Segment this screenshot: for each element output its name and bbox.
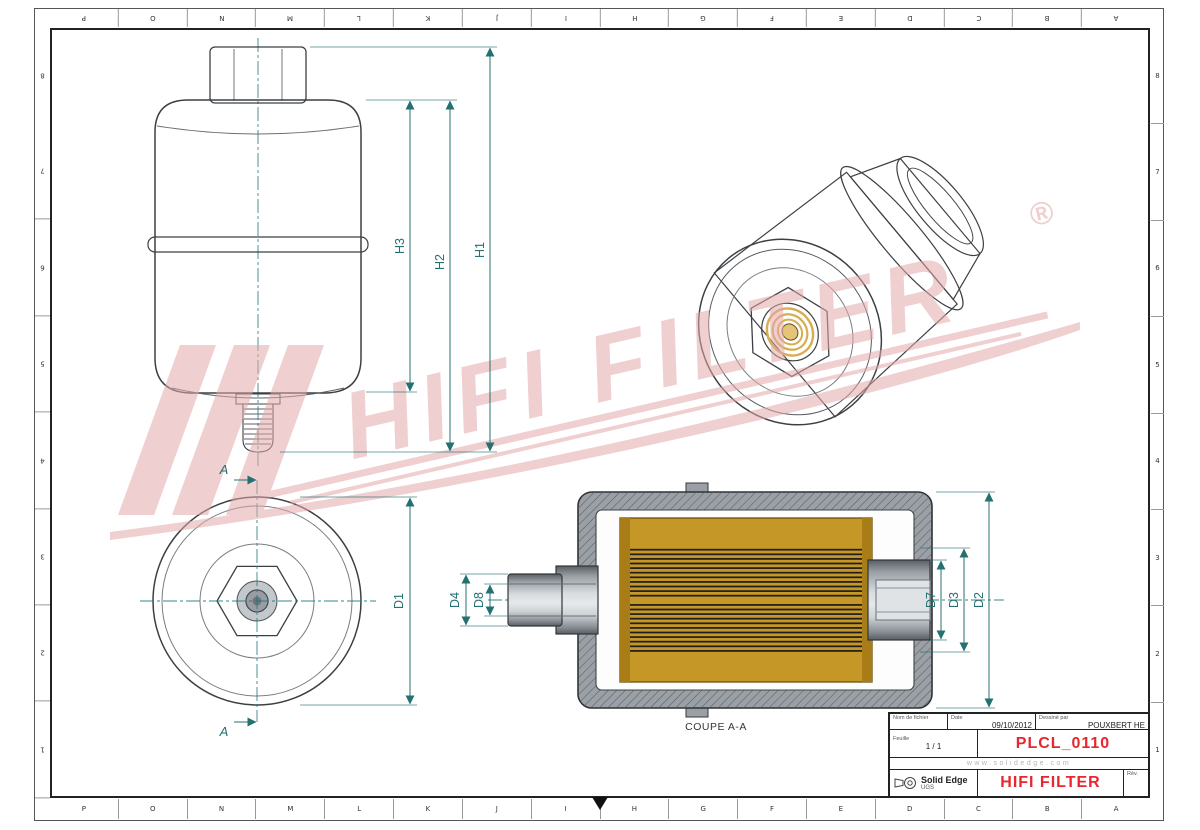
inlet-tube-cut [507, 565, 599, 635]
dim-label-h3: H3 [393, 238, 407, 254]
watermark: HIFI FILTER ® [110, 193, 1080, 540]
dim-label-d7: D7 [924, 592, 938, 608]
section-cut-marks: A A [219, 462, 257, 739]
title-block-rev-cell: Rév. [1124, 770, 1148, 796]
title-block: Nom de fichier Date 09/10/2012 Dessiné p… [888, 712, 1150, 798]
title-block-drawn-cell: Dessiné par POUXBERT HE [1036, 714, 1148, 729]
projection-symbol-icon [894, 777, 916, 789]
dim-label-d8: D8 [472, 592, 486, 608]
grid-ref-label: 2 [1151, 605, 1164, 701]
center-mark-icon [592, 797, 608, 810]
company-name: HIFI FILTER [1000, 774, 1101, 791]
section-arrow-label-top: A [219, 462, 229, 477]
grid-ref-label: G [668, 799, 737, 819]
section-view [488, 482, 1004, 718]
grid-ref-label: C [943, 799, 1013, 819]
grid-ref-label: E [805, 799, 875, 819]
grid-ref-label: D [874, 799, 944, 819]
grid-ref-label: 5 [1151, 316, 1164, 412]
drawn-by-value: POUXBERT HE [1087, 721, 1145, 729]
dim-label-h2: H2 [433, 254, 447, 270]
sheet-label: Feuille [893, 736, 910, 742]
grid-ref-label: A [1081, 799, 1150, 819]
thread-boss-cut [867, 559, 931, 641]
sheet-value: 1 / 1 [925, 742, 942, 751]
grid-ref-label: N [186, 799, 256, 819]
bottom-view [140, 480, 376, 722]
grid-ref-label: P [81, 805, 87, 813]
grid-ref-label: 6 [1151, 219, 1164, 316]
sheet-outer-border [34, 8, 1164, 821]
iso-end-cap [896, 155, 985, 257]
grid-ref-label: M [255, 799, 324, 819]
dim-label-d4: D4 [448, 592, 462, 608]
iso-rib-ring [840, 165, 964, 311]
hex-nut-front [209, 46, 307, 104]
date-value: 09/10/2012 [991, 721, 1032, 729]
dim-label-d3: D3 [947, 592, 961, 608]
iso-threaded-hole [761, 302, 819, 362]
grid-ref-label: 8 [1155, 71, 1160, 80]
dim-label-d1: D1 [392, 593, 406, 609]
grid-ref-label: B [1012, 799, 1081, 819]
website-text: www.solidedge.com [966, 760, 1072, 767]
title-block-file-cell: Nom de fichier [890, 714, 948, 729]
watermark-registered-mark: ® [1026, 193, 1057, 233]
section-arrow-label-bottom: A [219, 724, 229, 739]
title-block-part-cell: PLCL_0110 [978, 730, 1148, 757]
grid-ref-label: O [117, 799, 187, 819]
grid-ref-label: F [737, 799, 806, 819]
grid-ref-label: L [324, 799, 393, 819]
iso-body [713, 171, 958, 418]
title-block-date-cell: Date 09/10/2012 [948, 714, 1036, 729]
watermark-logo [110, 322, 1080, 540]
title-block-cad-cell: Solid Edge UGS [890, 770, 978, 796]
cad-software-name: Solid Edge [921, 774, 968, 785]
revision-label: Rév. [1127, 771, 1138, 777]
cad-vendor: UGS [921, 784, 935, 791]
grid-ref-label: K [393, 799, 462, 819]
grid-ref-label: 4 [1151, 412, 1164, 509]
grid-ref-label: 1 [1151, 701, 1164, 798]
dimensions: H3 H2 H1 D1 A A D4 D8 D7 D3 [219, 46, 995, 739]
date-label: Date [951, 715, 963, 721]
isometric-view [697, 155, 985, 426]
grid-ref-label: I [530, 799, 600, 819]
filter-element-cut [619, 517, 873, 683]
file-label: Nom de fichier [893, 715, 929, 721]
title-block-company-cell: HIFI FILTER [978, 770, 1124, 796]
body-rib-front [147, 236, 369, 253]
grid-ref-label: 7 [1151, 123, 1164, 219]
iso-hex-nut [750, 286, 830, 378]
grid-ref-label: J [461, 799, 531, 819]
title-block-sheet-cell: Feuille 1 / 1 [890, 730, 978, 757]
grid-ref-label: 3 [1151, 508, 1164, 605]
dim-label-h1: H1 [473, 242, 487, 258]
section-title: COUPE A-A [685, 721, 747, 733]
drawn-by-label: Dessiné par [1039, 715, 1069, 721]
dim-label-d2: D2 [972, 592, 986, 608]
part-number: PLCL_0110 [1015, 734, 1111, 752]
